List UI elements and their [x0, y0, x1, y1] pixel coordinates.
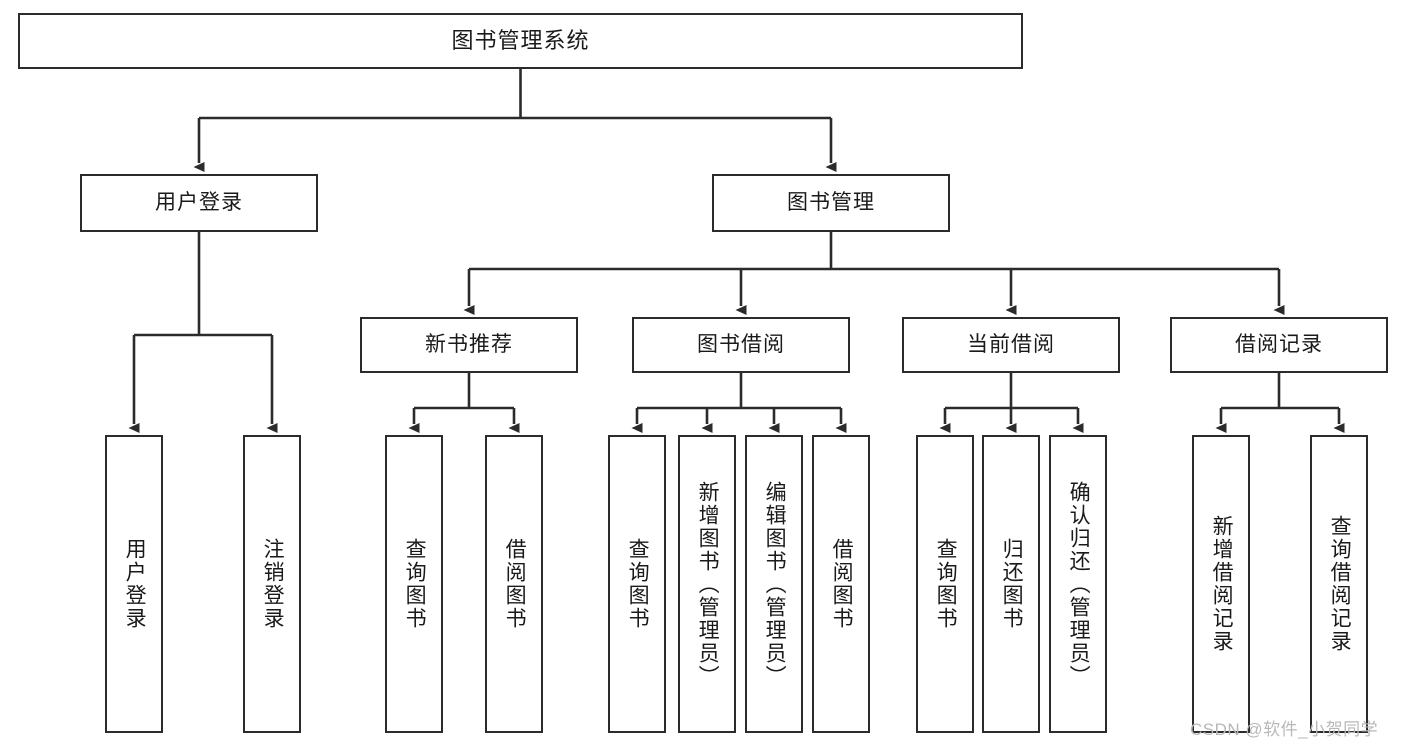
node-book-borrow-label: 图书借阅 — [697, 333, 785, 357]
node-root[interactable]: 图书管理系统 — [18, 13, 1023, 69]
leaf-add-borrow-record-label: 新增借阅记录 — [1210, 515, 1234, 653]
node-new-book-recommend[interactable]: 新书推荐 — [360, 317, 578, 373]
leaf-return-book-label: 归还图书 — [1000, 538, 1024, 630]
node-new-book-recommend-label: 新书推荐 — [425, 333, 513, 357]
leaf-logout-label: 注销登录 — [261, 538, 285, 630]
leaf-edit-book-label: 编辑图书（管理员） — [763, 480, 787, 688]
watermark: CSDN @软件_小贺同学 — [1190, 720, 1379, 739]
node-user-login[interactable]: 用户登录 — [80, 174, 318, 232]
node-borrow-record[interactable]: 借阅记录 — [1170, 317, 1388, 373]
leaf-borrow-book-2[interactable]: 借阅图书 — [812, 435, 870, 733]
leaf-logout[interactable]: 注销登录 — [243, 435, 301, 733]
leaf-query-book-2-label: 查询图书 — [626, 538, 650, 630]
leaf-query-book-2[interactable]: 查询图书 — [608, 435, 666, 733]
node-book-borrow[interactable]: 图书借阅 — [632, 317, 850, 373]
leaf-borrow-book-1-label: 借阅图书 — [503, 538, 527, 630]
node-borrow-record-label: 借阅记录 — [1235, 333, 1323, 357]
leaf-borrow-book-2-label: 借阅图书 — [830, 538, 854, 630]
leaf-query-book-1[interactable]: 查询图书 — [385, 435, 443, 733]
leaf-query-book-3-label: 查询图书 — [934, 538, 958, 630]
leaf-query-book-1-label: 查询图书 — [403, 538, 427, 630]
node-current-borrow[interactable]: 当前借阅 — [902, 317, 1120, 373]
leaf-user-login-label: 用户登录 — [123, 538, 147, 630]
node-root-label: 图书管理系统 — [451, 27, 590, 53]
node-book-manage[interactable]: 图书管理 — [712, 174, 950, 232]
leaf-query-borrow-record-label: 查询借阅记录 — [1328, 515, 1352, 653]
node-book-manage-label: 图书管理 — [787, 191, 875, 215]
leaf-add-book[interactable]: 新增图书（管理员） — [678, 435, 736, 733]
leaf-add-book-label: 新增图书（管理员） — [696, 480, 720, 688]
leaf-confirm-return-label: 确认归还（管理员） — [1067, 480, 1091, 688]
node-current-borrow-label: 当前借阅 — [967, 333, 1055, 357]
leaf-borrow-book-1[interactable]: 借阅图书 — [485, 435, 543, 733]
leaf-confirm-return[interactable]: 确认归还（管理员） — [1049, 435, 1107, 733]
leaf-add-borrow-record[interactable]: 新增借阅记录 — [1192, 435, 1250, 733]
leaf-query-borrow-record[interactable]: 查询借阅记录 — [1310, 435, 1368, 733]
leaf-user-login[interactable]: 用户登录 — [105, 435, 163, 733]
leaf-edit-book[interactable]: 编辑图书（管理员） — [745, 435, 803, 733]
leaf-query-book-3[interactable]: 查询图书 — [916, 435, 974, 733]
leaf-return-book[interactable]: 归还图书 — [982, 435, 1040, 733]
node-user-login-label: 用户登录 — [155, 191, 243, 215]
